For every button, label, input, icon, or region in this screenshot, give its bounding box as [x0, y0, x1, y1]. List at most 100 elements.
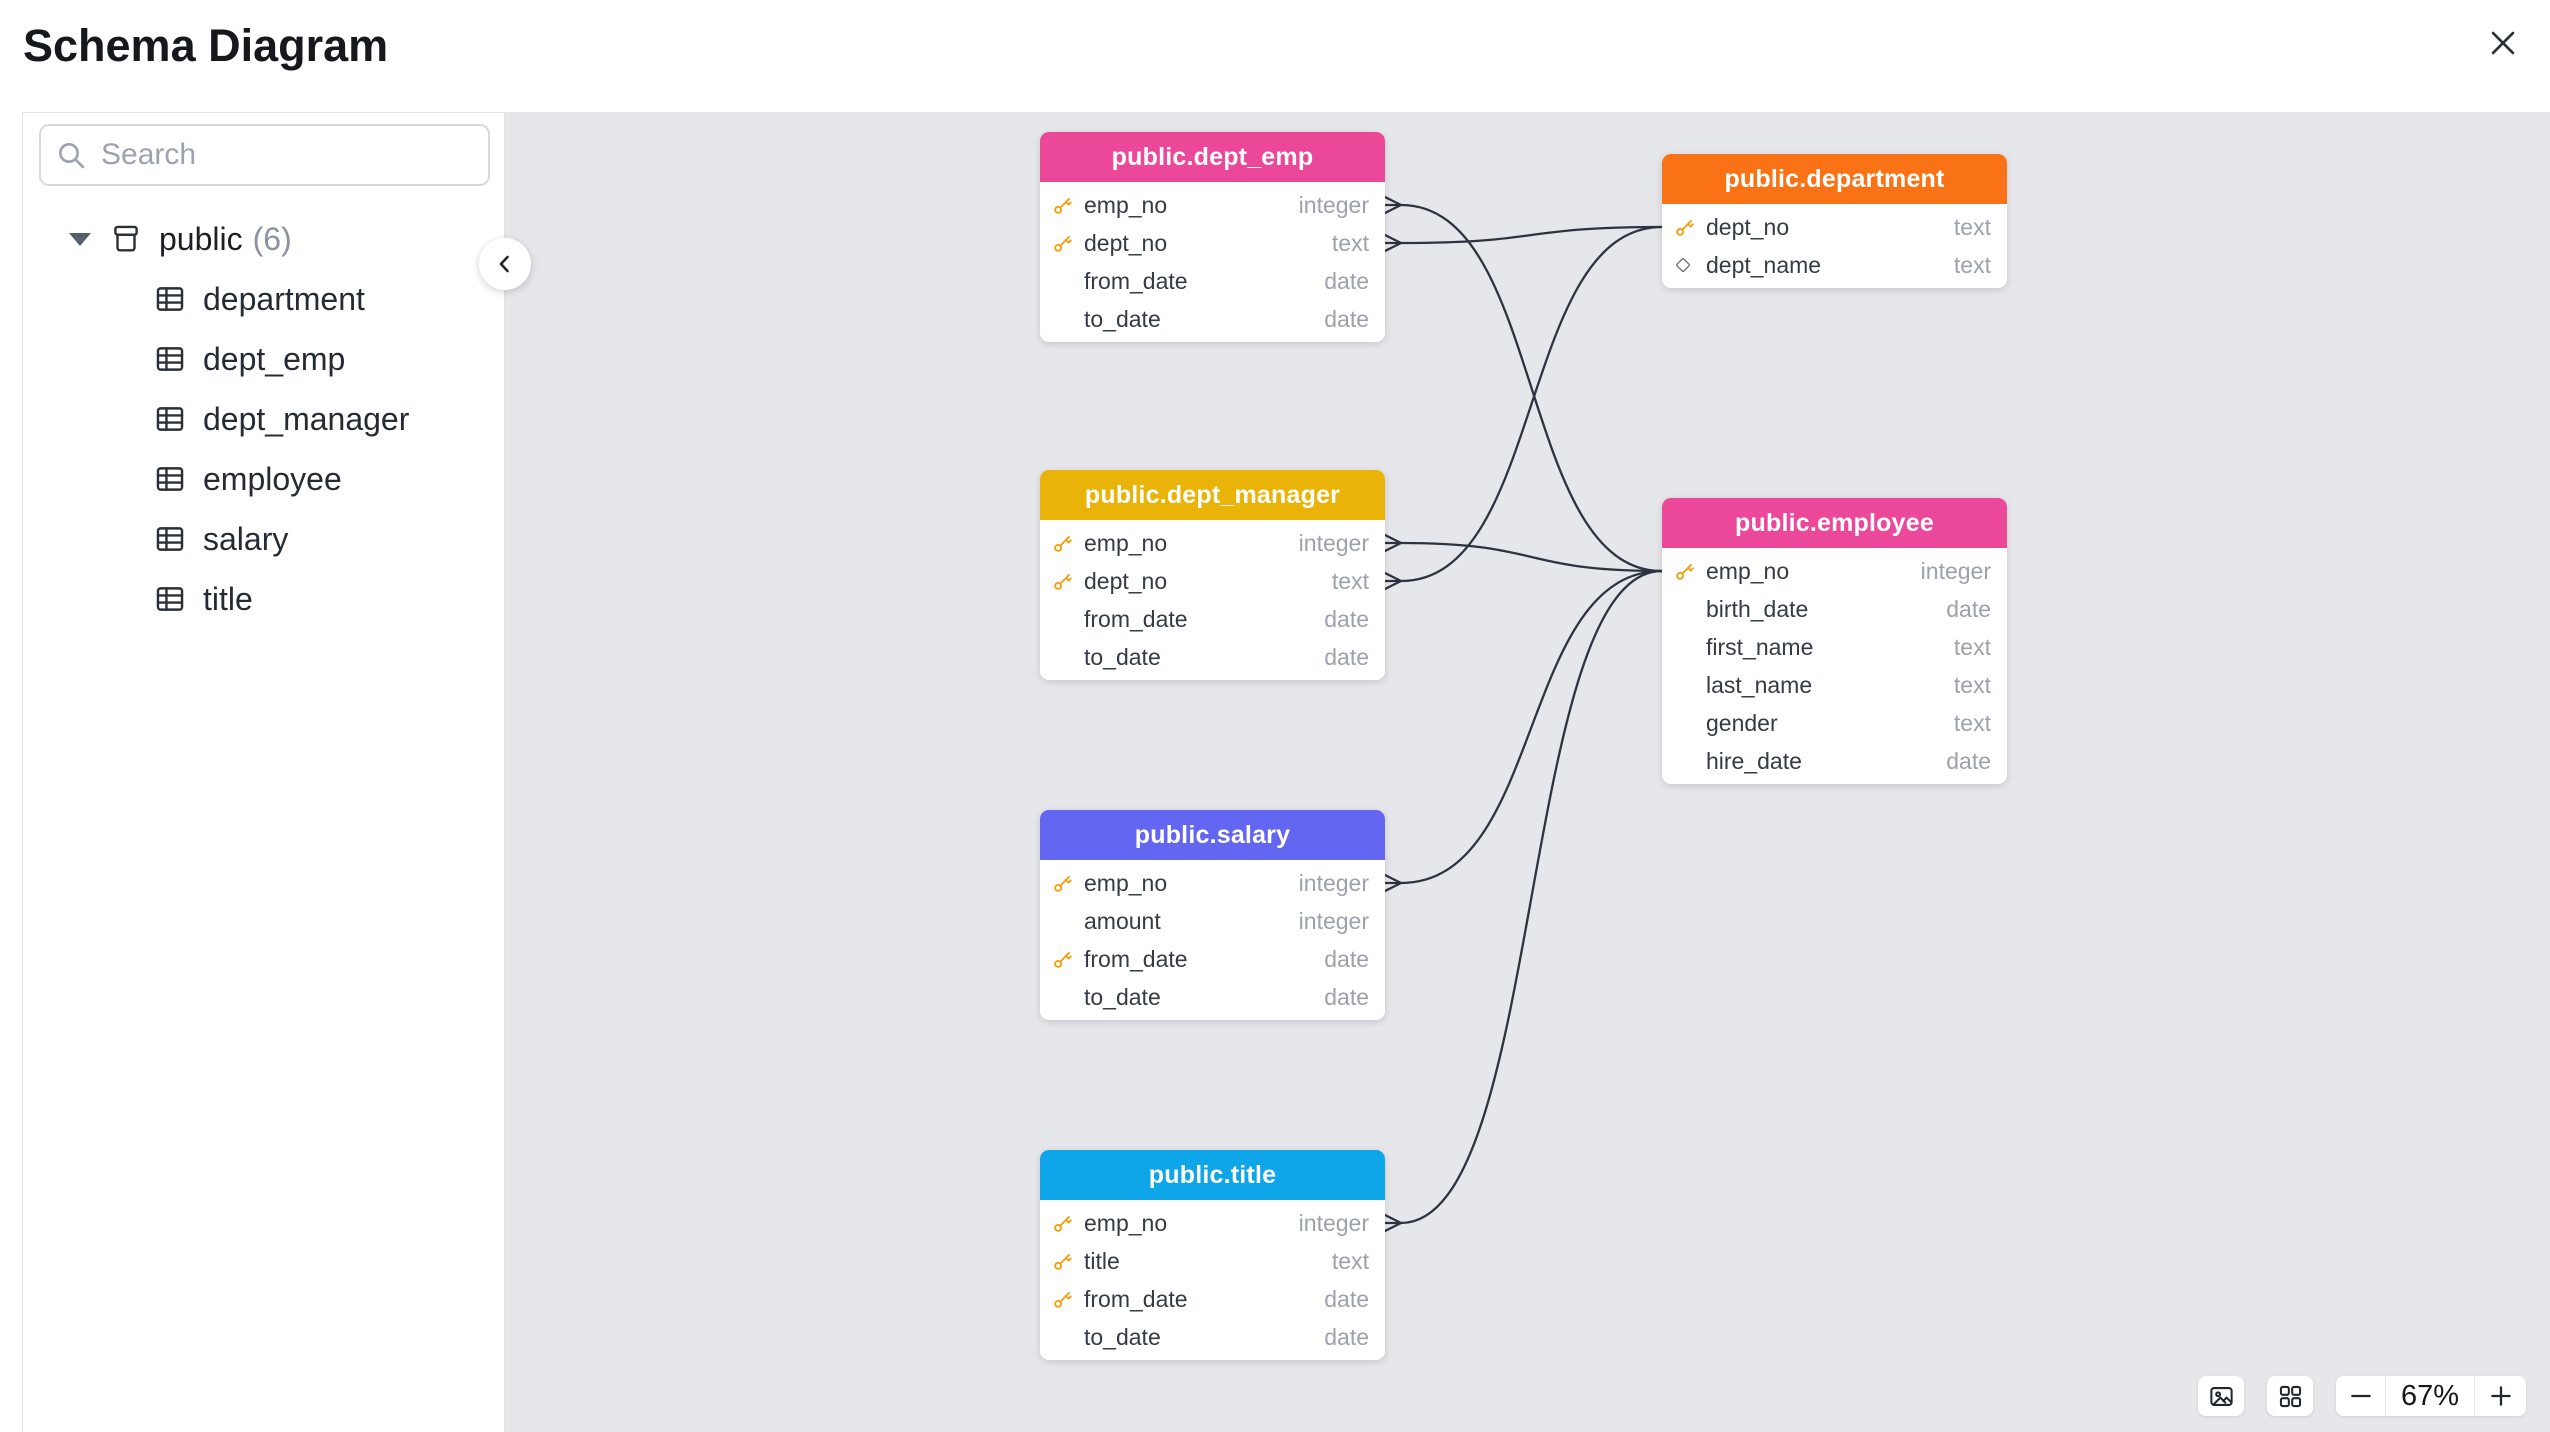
sidebar-item-table-dept_manager[interactable]: dept_manager [23, 389, 504, 449]
page-title: Schema Diagram [23, 20, 389, 71]
chevron-left-icon [499, 255, 509, 273]
table-node-title[interactable]: public.department [1662, 154, 2007, 204]
no-icon [1674, 636, 1706, 658]
canvas-controls: 67% [2198, 1376, 2526, 1416]
column-name: from_date [1084, 945, 1188, 972]
column-type: integer [1298, 907, 1369, 934]
search-icon [59, 143, 85, 169]
caret-down-icon[interactable] [69, 232, 91, 246]
sidebar-item-table-title[interactable]: title [23, 569, 504, 629]
primary-key-icon [1052, 570, 1084, 592]
primary-key-icon [1052, 1250, 1084, 1272]
column-name: to_date [1084, 983, 1161, 1010]
column-row-emp_no: emp_no integer [1040, 524, 1385, 562]
sidebar-item-table-department[interactable]: department [23, 269, 504, 329]
column-type: date [1324, 267, 1369, 294]
sidebar-item-table-salary[interactable]: salary [23, 509, 504, 569]
unique-field-icon [1674, 254, 1706, 276]
column-name: to_date [1084, 305, 1161, 332]
table-node-title[interactable]: public.salary [1040, 810, 1385, 860]
table-node-title[interactable]: public.dept_emp [1040, 132, 1385, 182]
image-icon [2209, 1386, 2233, 1406]
column-type: text [1331, 1247, 1369, 1274]
column-type: date [1324, 945, 1369, 972]
close-icon [2491, 31, 2515, 55]
column-name: from_date [1084, 605, 1188, 632]
column-row-emp_no: emp_no integer [1662, 552, 2007, 590]
column-name: emp_no [1084, 529, 1168, 556]
primary-key-icon [1674, 560, 1706, 582]
zoom-in-button[interactable] [2474, 1376, 2526, 1416]
auto-layout-button[interactable] [2267, 1376, 2313, 1416]
export-image-button[interactable] [2198, 1376, 2244, 1416]
zoom-out-button[interactable] [2336, 1376, 2386, 1416]
column-type: date [1324, 305, 1369, 332]
no-icon [1052, 608, 1084, 630]
table-node-title[interactable]: public.employee [1662, 498, 2007, 548]
table-node-title[interactable]: public.dept_manager [1040, 470, 1385, 520]
search-input[interactable] [101, 138, 474, 172]
sidebar-item-table-dept_emp[interactable]: dept_emp [23, 329, 504, 389]
column-row-to_date: to_date date [1040, 978, 1385, 1016]
column-row-from_date: from_date date [1040, 940, 1385, 978]
primary-key-icon [1052, 872, 1084, 894]
column-type: integer [1920, 557, 1991, 584]
column-name: from_date [1084, 267, 1188, 294]
sidebar-table-label: employee [203, 460, 342, 497]
header-bar: Schema Diagram [0, 0, 2550, 112]
sidebar-table-label: salary [203, 520, 289, 557]
no-icon [1674, 712, 1706, 734]
column-type: date [1946, 595, 1991, 622]
column-type: text [1953, 709, 1991, 736]
column-type: date [1324, 643, 1369, 670]
sidebar-item-schema-public[interactable]: public (6) [23, 209, 504, 269]
zoom-control-group: 67% [2336, 1376, 2526, 1416]
column-type: date [1324, 983, 1369, 1010]
column-name: dept_name [1706, 251, 1822, 278]
no-icon [1674, 750, 1706, 772]
column-type: date [1946, 747, 1991, 774]
sidebar-item-table-employee[interactable]: employee [23, 449, 504, 509]
column-name: last_name [1706, 671, 1813, 698]
column-name: amount [1084, 907, 1161, 934]
column-type: text [1953, 671, 1991, 698]
no-icon [1674, 674, 1706, 696]
sidebar: public (6) departmentdept_empdept_manage… [22, 112, 505, 1432]
controls-gap [2244, 1376, 2267, 1416]
sidebar-collapse-button[interactable] [479, 238, 531, 290]
table-icon [153, 342, 187, 376]
primary-key-icon [1674, 216, 1706, 238]
column-type: integer [1298, 1209, 1369, 1236]
table-icon [153, 402, 187, 436]
diagram-canvas[interactable] [505, 112, 2550, 1432]
column-name: to_date [1084, 1323, 1161, 1350]
close-button[interactable] [2481, 21, 2525, 65]
no-icon [1052, 1326, 1084, 1348]
column-type: integer [1298, 869, 1369, 896]
no-icon [1052, 308, 1084, 330]
column-type: integer [1298, 529, 1369, 556]
schema-table-count: (6) [252, 220, 292, 257]
column-name: emp_no [1706, 557, 1790, 584]
primary-key-icon [1052, 232, 1084, 254]
column-type: date [1324, 1285, 1369, 1312]
table-node-title[interactable]: public.title [1040, 1150, 1385, 1200]
